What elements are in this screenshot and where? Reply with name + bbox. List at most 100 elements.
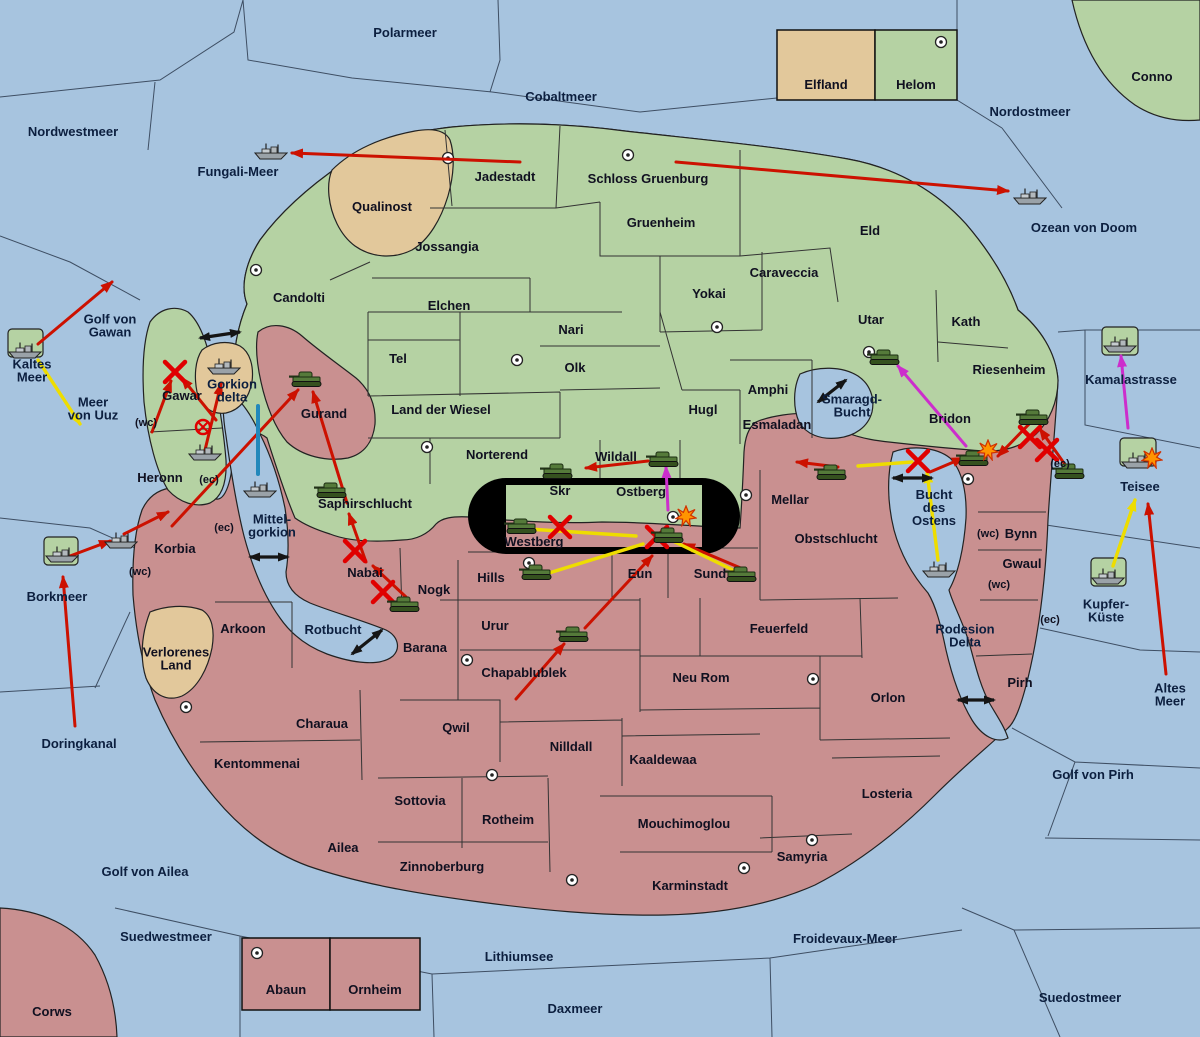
- region-label: Orlon: [871, 690, 906, 705]
- region-label: Nilldall: [550, 739, 593, 754]
- region-label: Eun: [628, 566, 653, 581]
- region-label: Eld: [860, 223, 880, 238]
- region-label: Wildall: [595, 449, 637, 464]
- coast-tag: (ec): [1040, 614, 1060, 626]
- sea-label: Ozean von Doom: [1031, 220, 1137, 235]
- coast-tag: (wc): [988, 579, 1010, 591]
- coast-tag: (ec): [214, 522, 234, 534]
- swap-arrow: [350, 628, 384, 656]
- supply-center-dot: [460, 653, 474, 667]
- region-label: Jossangia: [415, 239, 479, 254]
- battle-x-icon: [1034, 437, 1060, 463]
- region-label: Gurand: [301, 406, 347, 421]
- region-label: Utar: [858, 312, 884, 327]
- order-arrow: [347, 512, 368, 564]
- order-arrow: [170, 388, 300, 528]
- supply-center-dot: [806, 672, 820, 686]
- region-label: Arkoon: [220, 621, 266, 636]
- sea-label: Golf von Ailea: [102, 864, 190, 879]
- legend-label-ornheim[interactable]: Ornheim: [348, 982, 401, 997]
- order-arrow: [1111, 498, 1137, 568]
- island-gorkion-delta: [194, 341, 254, 414]
- sea-label: Suedwestmeer: [120, 929, 212, 944]
- region-corws: [0, 907, 118, 1037]
- order-arrow: [1038, 427, 1068, 468]
- sea-label: Polarmeer: [373, 25, 437, 40]
- order-arrow: [36, 358, 82, 426]
- region-label: Mellar: [771, 492, 809, 507]
- region-label: Bridon: [929, 411, 971, 426]
- coast-tag: (wc): [129, 566, 151, 578]
- legend-label-helom[interactable]: Helom: [896, 77, 936, 92]
- legend-box-ornheim: [329, 937, 421, 1011]
- sea-label: Mittel-gorkion: [248, 512, 296, 540]
- legend-label-elfland[interactable]: Elfland: [804, 77, 847, 92]
- region-label: Candolti: [273, 290, 325, 305]
- supply-center-dot: [420, 440, 434, 454]
- region-label: Pirh: [1007, 675, 1032, 690]
- region-label: Nabai: [347, 565, 382, 580]
- supply-center-dot: [565, 873, 579, 887]
- order-arrow: [661, 465, 672, 512]
- order-arrow: [68, 539, 112, 558]
- legend-label-abaun[interactable]: Abaun: [266, 982, 307, 997]
- order-arrow: [584, 459, 650, 472]
- hold-marker-icon: [194, 418, 212, 436]
- region-label: Qualinost: [352, 199, 413, 214]
- order-arrow: [58, 575, 77, 728]
- region-label: Zinnoberburg: [400, 859, 485, 874]
- supply-center-dot: [179, 700, 193, 714]
- order-arrow: [923, 470, 940, 562]
- region-label: Feuerfeld: [750, 621, 809, 636]
- water-smaragd-bucht: [794, 367, 874, 439]
- coast-tag: (ec): [199, 474, 219, 486]
- region-label: Sottovia: [394, 793, 446, 808]
- battle-x-icon: [370, 579, 396, 605]
- supply-center-dot: [710, 320, 724, 334]
- region-label: Yokai: [692, 286, 726, 301]
- region-label: Samyria: [777, 849, 828, 864]
- water-bucht-des-ostens-rodesion: [888, 447, 1009, 741]
- sea-label: Froidevaux-Meer: [793, 931, 897, 946]
- supply-center-dot: [737, 861, 751, 875]
- black-stadium-feature: [468, 478, 740, 554]
- sea-label: Cobaltmeer: [525, 89, 597, 104]
- sea-label: Rotbucht: [304, 622, 362, 637]
- order-arrow: [674, 160, 1010, 196]
- region-label: Schloss Gruenburg: [588, 171, 709, 186]
- coast-tag: (wc): [977, 528, 999, 540]
- region-qualinost: [328, 129, 454, 257]
- battle-x-icon: [905, 448, 931, 474]
- coast-tag: (ec): [1050, 458, 1070, 470]
- sea-label: Kamalastrasse: [1085, 372, 1177, 387]
- region-label: Losteria: [862, 786, 913, 801]
- region-label: Westberg: [505, 534, 564, 549]
- region-label: Hills: [477, 570, 504, 585]
- region-label: Corws: [32, 1004, 72, 1019]
- region-label: Barana: [403, 640, 448, 655]
- region-label: Norterend: [466, 447, 528, 462]
- region-label: Nogk: [418, 582, 451, 597]
- sea-label: Suedostmeer: [1039, 990, 1121, 1005]
- region-label: Sund: [694, 566, 727, 581]
- region-label: Kath: [952, 314, 981, 329]
- sea-label: Fungali-Meer: [198, 164, 279, 179]
- continent-north: [232, 123, 1059, 542]
- sea-label: Daxmeer: [548, 1001, 603, 1016]
- region-label: Heronn: [137, 470, 183, 485]
- order-arrow: [150, 379, 173, 434]
- region-label: Tel: [389, 351, 407, 366]
- supply-center-dot: [249, 263, 263, 277]
- order-arrow: [122, 510, 170, 536]
- coast-tag: (wc): [135, 417, 157, 429]
- order-arrow: [547, 542, 645, 575]
- order-arrow: [583, 554, 654, 630]
